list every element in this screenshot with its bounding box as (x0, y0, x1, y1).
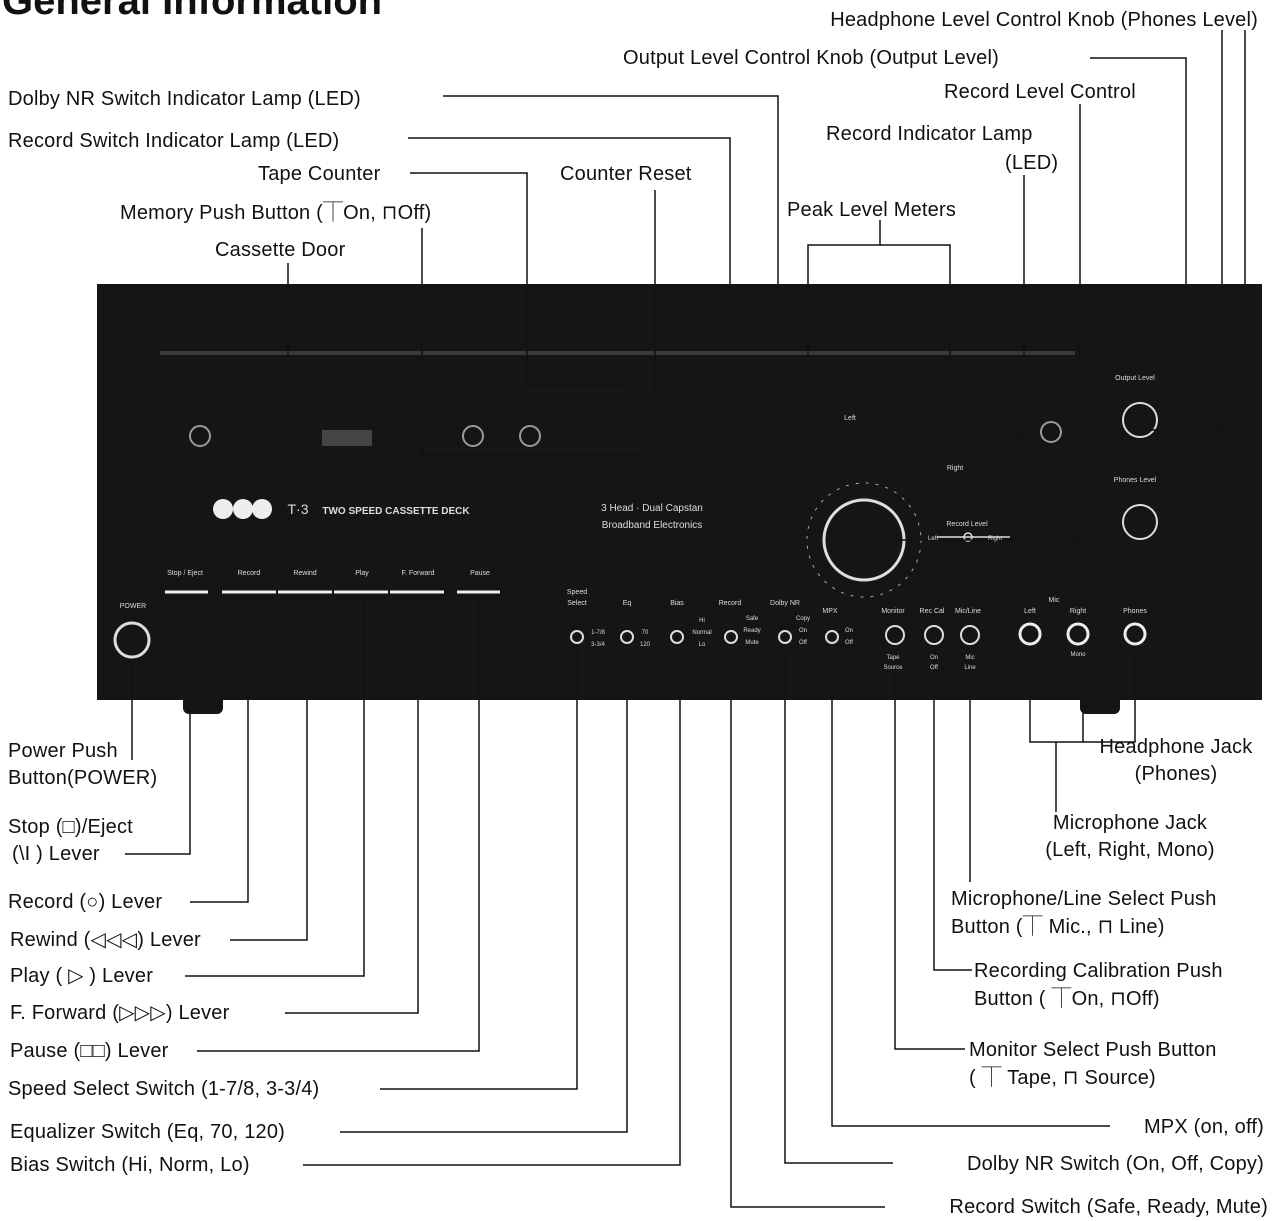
bias-opt-0: Hi (699, 618, 705, 624)
callout-peak-meters: Peak Level Meters (787, 196, 956, 224)
callout-phones-level: Headphone Level Control Knob (Phones Lev… (830, 6, 1258, 34)
record-opt-2: Mute (745, 640, 759, 646)
transport-label-5: Pause (470, 570, 490, 577)
mic-left-label: Left (1024, 608, 1036, 615)
callout-record-switch-led: Record Switch Indicator Lamp (LED) (8, 127, 339, 155)
mic-right-label: Right (1070, 608, 1086, 615)
callout-stop-2: (\I ) Lever (12, 840, 100, 868)
callout-record-level: Record Level Control (944, 78, 1136, 106)
phones-level-label: Phones Level (1114, 477, 1157, 484)
callout-monitor-2: ( ⏉ Tape, ⊓ Source) (969, 1064, 1156, 1092)
mic-label: Mic (1049, 597, 1060, 604)
callout-tape-counter: Tape Counter (258, 160, 380, 188)
mono-label: Mono (1070, 652, 1086, 658)
transport-label-1: Record (238, 570, 261, 577)
dolby-opt-0: Copy (796, 616, 810, 622)
rec-cal-opt-1: Off (930, 665, 938, 671)
cassette-logo-strip (322, 430, 372, 446)
record-level-left: Left (928, 536, 938, 542)
callout-counter-reset: Counter Reset (560, 160, 692, 188)
model-desc-label: TWO SPEED CASSETTE DECK (322, 506, 470, 517)
speed-opt-1: 3-3/4 (591, 642, 605, 648)
callout-rewind-lever: Rewind (◁◁◁) Lever (10, 926, 201, 954)
callout-record-indicator: Record Indicator Lamp (826, 120, 1033, 148)
monitor-label: Monitor (881, 608, 905, 615)
model-label: T·3 (288, 501, 309, 517)
page-title: General Information (2, 0, 382, 24)
deck-foot-right (1080, 690, 1120, 714)
mic-line-opt-0: Mic (965, 655, 974, 661)
speed-opt-0: 1-7/8 (591, 630, 605, 636)
record-opt-0: Safe (746, 616, 759, 622)
callout-phones-jack-2: (Phones) (1088, 760, 1264, 788)
callout-speed-select: Speed Select Switch (1-7/8, 3-3/4) (8, 1075, 319, 1103)
output-level-label: Output Level (1115, 375, 1155, 382)
phones-label: Phones (1123, 608, 1147, 615)
record-level-label: Record Level (946, 521, 988, 528)
mpx-opt-1: Off (845, 640, 853, 646)
record-level-right: Right (988, 536, 1002, 542)
monitor-opt-1: Source (883, 665, 903, 671)
power-label: POWER (120, 603, 146, 610)
callout-rec-cal-2: Button ( ⏉On, ⊓Off) (974, 985, 1160, 1013)
callout-mic-line-1: Microphone/Line Select Push (951, 885, 1217, 913)
record-opt-1: Ready (743, 628, 760, 634)
transport-label-3: Play (355, 570, 369, 577)
mic-line-opt-1: Line (964, 665, 976, 671)
meter-right-label: Right (947, 465, 963, 472)
eq-label: Eq (623, 600, 632, 607)
speed-select-label-1: Speed (567, 589, 587, 596)
tagline-1: 3 Head · Dual Capstan (601, 503, 703, 514)
speed-select-label-2: Select (567, 600, 587, 607)
callout-output-level: Output Level Control Knob (Output Level) (623, 44, 999, 72)
callout-cassette-door: Cassette Door (215, 236, 345, 264)
mpx-opt-0: On (845, 628, 853, 634)
transport-label-0: Stop / Eject (167, 570, 203, 577)
mic-line-label: Mic/Line (955, 608, 981, 615)
callout-bias-switch: Bias Switch (Hi, Norm, Lo) (10, 1151, 250, 1179)
eq-opt-1: 120 (640, 642, 651, 648)
bias-opt-2: Lo (699, 642, 706, 648)
callout-eq-switch: Equalizer Switch (Eq, 70, 120) (10, 1118, 285, 1146)
callout-play-lever: Play ( ▷ ) Lever (10, 962, 153, 990)
mpx-label: MPX (822, 608, 838, 615)
rec-cal-label: Rec Cal (920, 608, 945, 615)
callout-power-2: Button(POWER) (8, 764, 157, 792)
callout-phones-jack-1: Headphone Jack (1088, 733, 1264, 761)
record-label: Record (719, 600, 742, 607)
callout-pause-lever: Pause (□□) Lever (10, 1037, 169, 1065)
callout-record-switch: Record Switch (Safe, Ready, Mute) (949, 1193, 1268, 1221)
transport-label-4: F. Forward (401, 570, 434, 577)
tagline-2: Broadband Electronics (602, 520, 703, 531)
rec-cal-opt-0: On (930, 655, 938, 661)
callout-ff-lever: F. Forward (▷▷▷) Lever (10, 999, 229, 1027)
dolby-label: Dolby NR (770, 600, 800, 607)
meter-left-label: Left (844, 415, 856, 422)
eq-opt-0: 70 (642, 630, 649, 636)
bias-label: Bias (670, 600, 684, 607)
callout-record-lever: Record (○) Lever (8, 888, 162, 916)
callout-mpx: MPX (on, off) (1144, 1113, 1264, 1141)
callout-dolby-led: Dolby NR Switch Indicator Lamp (LED) (8, 85, 361, 113)
callout-mic-jack-1: Microphone Jack (1018, 809, 1242, 837)
callout-rec-cal-1: Recording Calibration Push (974, 957, 1223, 985)
transport-label-2: Rewind (293, 570, 316, 577)
brand-logo (213, 499, 272, 519)
callout-mic-line-2: Button (⏉ Mic., ⊓ Line) (951, 913, 1165, 941)
callout-monitor-1: Monitor Select Push Button (969, 1036, 1217, 1064)
monitor-opt-0: Tape (886, 655, 900, 661)
dolby-opt-1: On (799, 628, 807, 634)
deck-foot-left (183, 690, 223, 714)
callout-record-indicator-led: (LED) (1005, 149, 1058, 177)
callout-mic-jack-2: (Left, Right, Mono) (1018, 836, 1242, 864)
callout-memory-button: Memory Push Button (⏉On, ⊓Off) (120, 199, 431, 227)
callout-dolby-switch: Dolby NR Switch (On, Off, Copy) (967, 1150, 1264, 1178)
bias-opt-1: Normal (692, 630, 711, 636)
callout-power-1: Power Push (8, 737, 118, 765)
callout-stop-1: Stop (□)/Eject (8, 813, 133, 841)
dolby-opt-2: Off (799, 640, 807, 646)
